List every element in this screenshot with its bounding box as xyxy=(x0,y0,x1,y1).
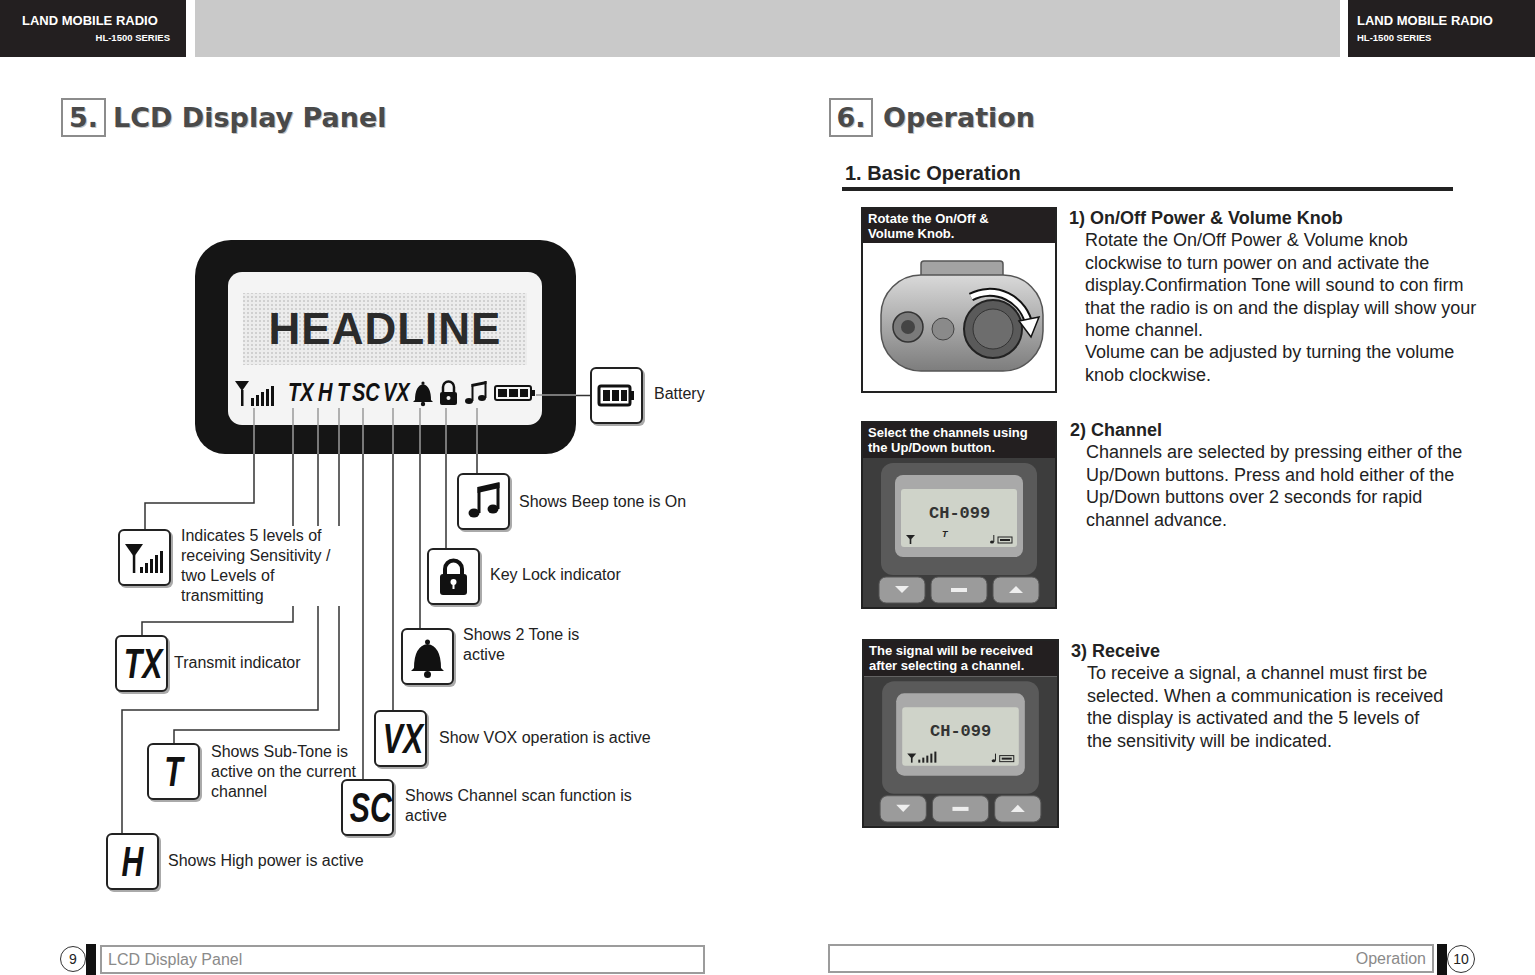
footer-title: Operation xyxy=(1356,946,1426,971)
footer-bar: Operation xyxy=(828,944,1434,973)
lcd-channel: CH-099 xyxy=(929,504,990,523)
leader-line xyxy=(476,454,478,473)
section-number-box: 6.Operation xyxy=(829,98,873,137)
step-heading: 3) Receive xyxy=(1071,640,1160,662)
callout-description: Key Lock indicator xyxy=(488,565,623,585)
lcd-channel: CH-099 xyxy=(930,722,991,741)
leader-line xyxy=(576,395,590,397)
callout-icon-box: Shows 2 Tone is active xyxy=(401,628,454,685)
status-icon: TX xyxy=(288,378,314,406)
callout-description: Transmit indicator xyxy=(172,653,303,673)
section-title: Operation xyxy=(883,98,1035,137)
step-heading: 1) On/Off Power & Volume Knob xyxy=(1069,207,1343,229)
subsection-heading: 1. Basic Operation xyxy=(845,161,1021,185)
brand-name: LAND MOBILE RADIO xyxy=(1357,13,1493,29)
brand-name: LAND MOBILE RADIO xyxy=(22,13,158,29)
footer-bar: LCD Display Panel xyxy=(100,945,705,974)
callout-icon-box: Key Lock indicator xyxy=(427,548,480,605)
callout-icon-box: Shows Beep tone is On xyxy=(457,473,510,530)
step-heading: 2) Channel xyxy=(1070,419,1162,441)
section-number: 6. xyxy=(831,100,871,135)
glyph-symbol: TX xyxy=(124,637,159,690)
step-body: Rotate the On/Off Power & Volume knob cl… xyxy=(1085,229,1477,342)
callout-glyph-box: TShows Sub-Tone is active on the current… xyxy=(147,743,200,800)
callout-description: Shows Channel scan function is active xyxy=(403,786,647,826)
callout-glyph-box: SCShows Channel scan function is active xyxy=(341,779,394,836)
leader-line xyxy=(445,454,447,548)
callout-glyph-box: TXTransmit indicator xyxy=(115,635,168,692)
glyph-symbol: SC xyxy=(350,781,385,834)
lcd-headline: HEADLINE xyxy=(243,293,527,365)
status-icon: T xyxy=(337,378,349,406)
footer-title: LCD Display Panel xyxy=(108,947,242,972)
callout-description: Shows Beep tone is On xyxy=(517,492,688,512)
beep-note-icon xyxy=(459,475,508,528)
header-bar xyxy=(195,0,1340,57)
series-name: HL-1500 SERIES xyxy=(1357,32,1431,43)
callout-description: Shows High power is active xyxy=(166,851,366,871)
caption-band: The signal will be received after select… xyxy=(864,641,1057,676)
page-number: 9 xyxy=(61,947,85,971)
step-body: To receive a signal, a channel must firs… xyxy=(1087,662,1449,752)
status-icon: VX xyxy=(383,378,410,406)
callout-description: Indicates 5 levels of receiving Sensitiv… xyxy=(179,526,345,606)
signal-icon xyxy=(120,531,169,584)
page-number: 10 xyxy=(1448,946,1474,972)
glyph-symbol: T xyxy=(156,745,191,798)
callout-description: Battery xyxy=(652,384,707,404)
leader-line xyxy=(145,454,254,529)
page-number-circle: 9 xyxy=(60,946,86,972)
section-number-box: 5.LCD Display Panel xyxy=(61,98,106,137)
footer-block xyxy=(86,944,96,975)
section-rule xyxy=(842,187,1453,191)
photo-frame: Rotate the On/Off & Volume Knob. xyxy=(861,207,1057,393)
callout-glyph-box: VXShow VOX operation is active xyxy=(374,710,427,767)
header-badge: LAND MOBILE RADIO HL-1500 SERIES xyxy=(0,0,186,57)
glyph-symbol: H xyxy=(115,835,150,888)
step-body: Volume can be adjusted by turning the vo… xyxy=(1085,341,1477,386)
callout-description: Show VOX operation is active xyxy=(437,728,653,748)
glyph-symbol: VX xyxy=(383,712,418,765)
page-number-circle: 10 xyxy=(1447,945,1475,973)
callout-description: Shows Sub-Tone is active on the current … xyxy=(209,742,359,802)
callout-glyph-box: HShows High power is active xyxy=(106,833,159,890)
series-name: HL-1500 SERIES xyxy=(96,32,170,43)
photo-caption: Select the channels using the Up/Down bu… xyxy=(868,425,1043,455)
callout-icon-box: Indicates 5 levels of receiving Sensitiv… xyxy=(118,529,171,586)
lcd-status-icon: T xyxy=(942,529,948,539)
footer-block xyxy=(1437,944,1447,975)
section-number: 5. xyxy=(63,100,104,135)
status-icon: SC xyxy=(352,378,380,406)
bell-icon xyxy=(403,630,452,683)
caption-band: Select the channels using the Up/Down bu… xyxy=(863,423,1055,458)
section-title: LCD Display Panel xyxy=(113,98,387,137)
status-icon: H xyxy=(318,378,332,406)
leader-line xyxy=(392,454,394,710)
callout-description: Shows 2 Tone is active xyxy=(461,625,593,665)
callout-icon-box: Battery xyxy=(590,367,643,424)
battery-icon xyxy=(592,369,641,422)
header-badge: LAND MOBILE RADIO HL-1500 SERIES xyxy=(1348,0,1535,57)
photo-caption: Rotate the On/Off & Volume Knob. xyxy=(868,211,990,241)
photo-caption: The signal will be received after select… xyxy=(869,643,1049,673)
lcd-housing: HEADLINE xyxy=(195,240,576,454)
leader-line xyxy=(419,454,421,628)
leader-line xyxy=(362,454,364,779)
step-body: Channels are selected by pressing either… xyxy=(1086,441,1472,531)
key-lock-icon xyxy=(429,550,478,603)
caption-band: Rotate the On/Off & Volume Knob. xyxy=(863,209,1055,243)
